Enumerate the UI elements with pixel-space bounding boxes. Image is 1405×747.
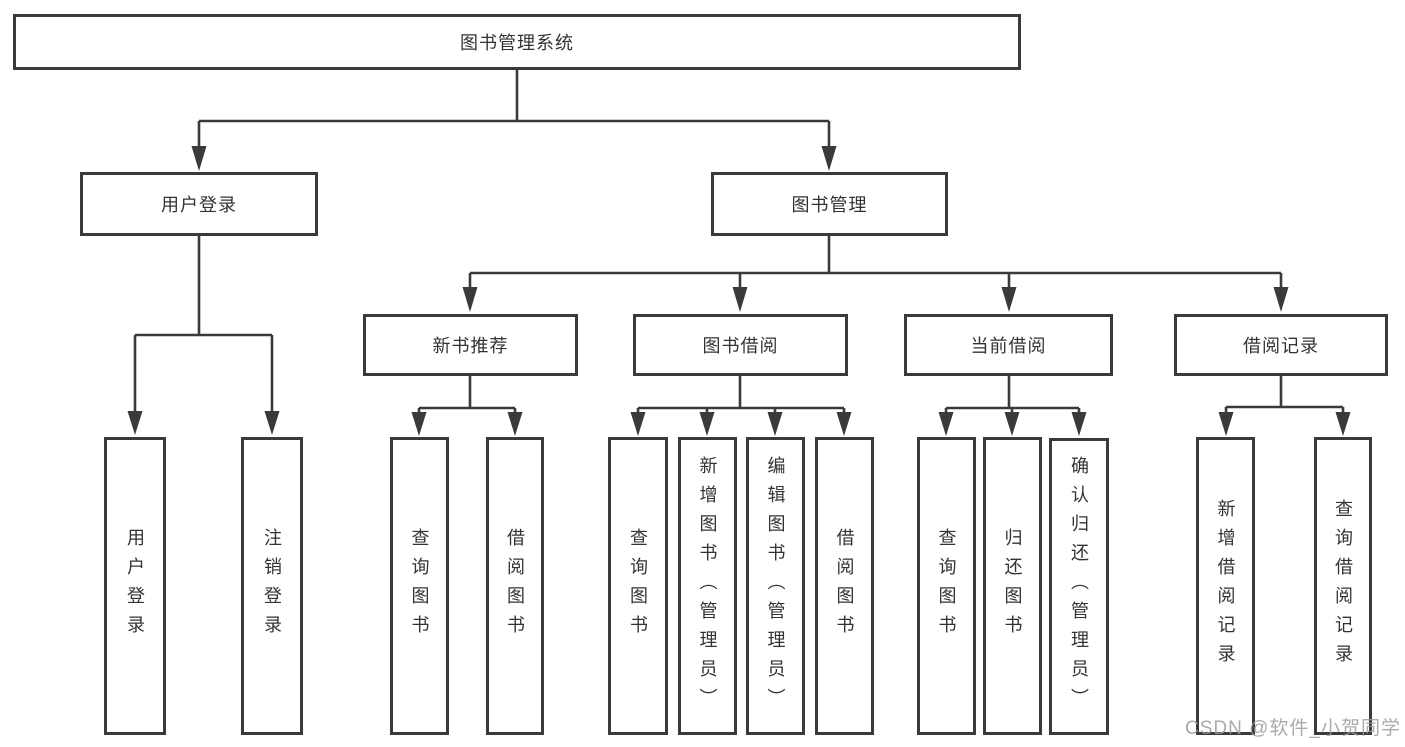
leaf-cb-return-books: 归还图书 bbox=[983, 437, 1042, 735]
leaf-bb-borrow-books: 借阅图书 bbox=[815, 437, 874, 735]
node-new-book-recommendation: 新书推荐 bbox=[363, 314, 578, 376]
leaf-nbr-query-books: 查询图书 bbox=[390, 437, 449, 735]
leaf-cb-query-books: 查询图书 bbox=[917, 437, 976, 735]
node-borrowing-records: 借阅记录 bbox=[1174, 314, 1388, 376]
leaf-bb-edit-books-admin: 编辑图书（管理员） bbox=[746, 437, 805, 735]
leaf-cb-confirm-return-admin: 确认归还（管理员） bbox=[1049, 438, 1109, 735]
node-library-management-system: 图书管理系统 bbox=[13, 14, 1021, 70]
leaf-bb-add-books-admin: 新增图书（管理员） bbox=[678, 437, 737, 735]
leaf-br-add-record: 新增借阅记录 bbox=[1196, 437, 1255, 735]
leaf-br-query-record: 查询借阅记录 bbox=[1314, 437, 1372, 735]
node-book-management-branch: 图书管理 bbox=[711, 172, 948, 236]
leaf-logout: 注销登录 bbox=[241, 437, 303, 735]
leaf-nbr-borrow-books: 借阅图书 bbox=[486, 437, 544, 735]
node-current-borrowing: 当前借阅 bbox=[904, 314, 1113, 376]
csdn-watermark: CSDN @软件_小贺同学 bbox=[1185, 718, 1401, 739]
leaf-user-login: 用户登录 bbox=[104, 437, 166, 735]
tree-edges bbox=[133, 70, 1345, 415]
node-user-login-branch: 用户登录 bbox=[80, 172, 318, 236]
leaf-bb-query-books: 查询图书 bbox=[608, 437, 668, 735]
node-book-borrowing: 图书借阅 bbox=[633, 314, 848, 376]
arrowheads bbox=[127, 146, 1351, 436]
